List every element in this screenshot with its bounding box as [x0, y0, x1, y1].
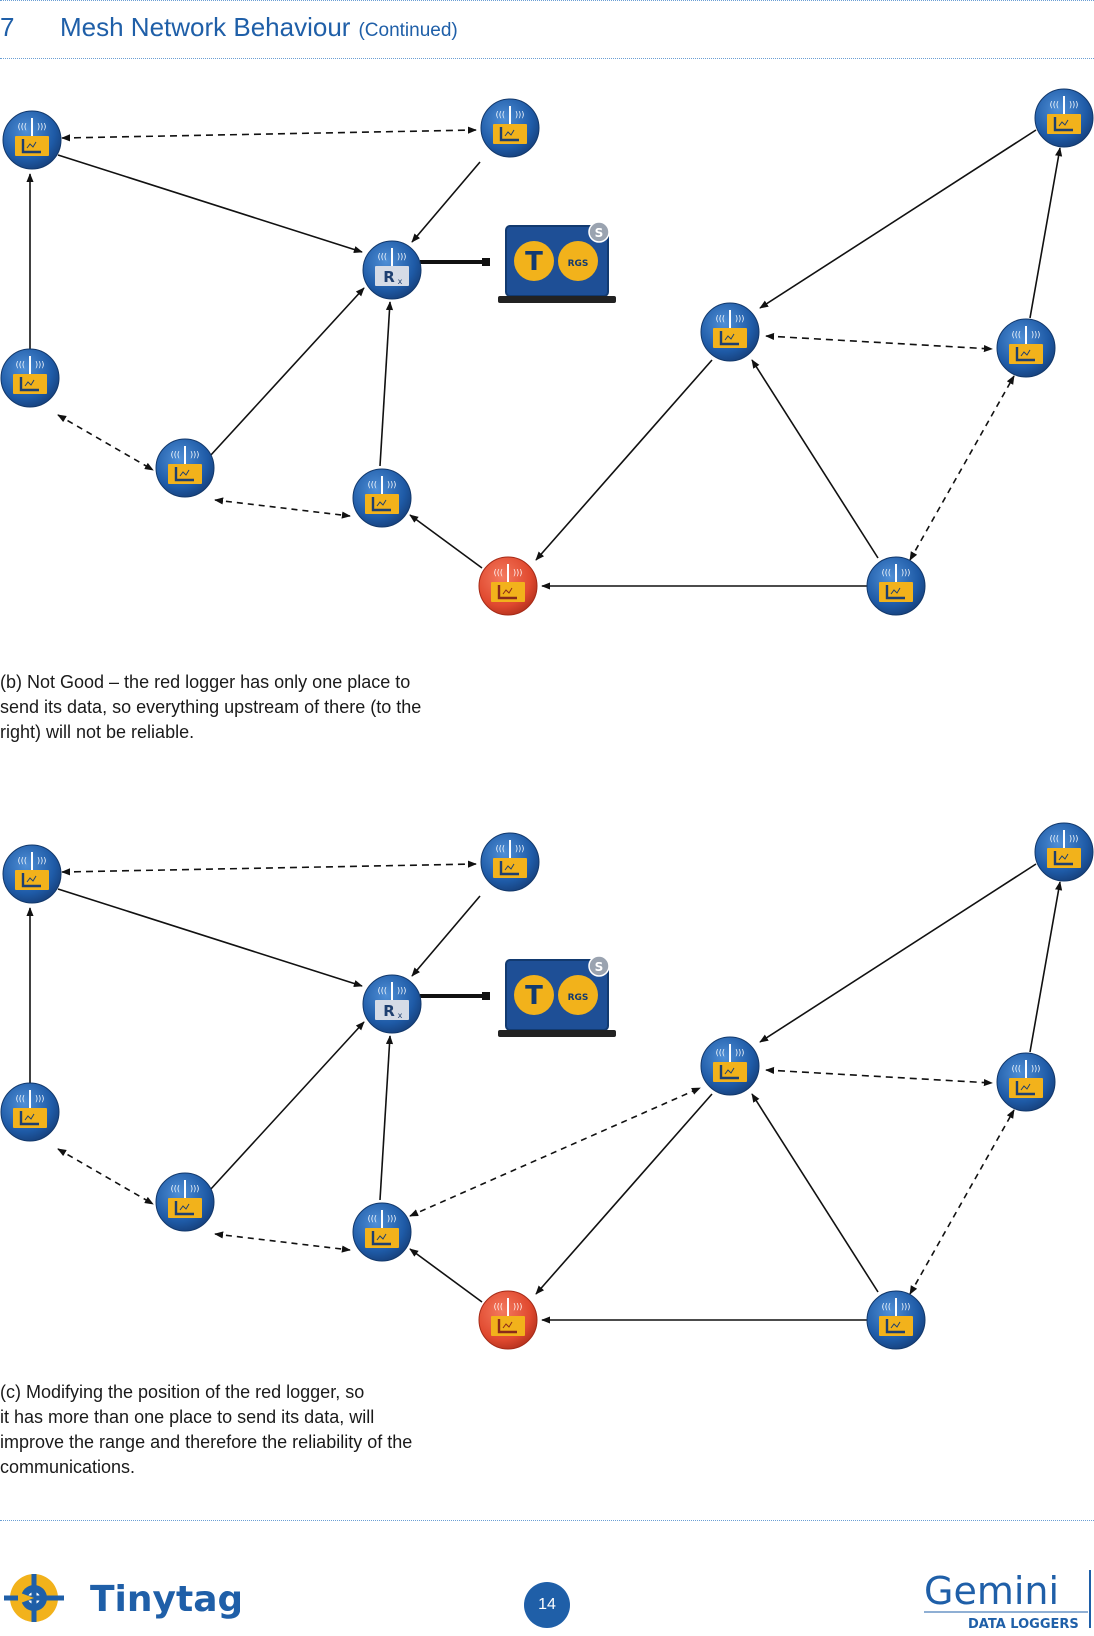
logger-node	[1034, 822, 1094, 882]
logger-node	[0, 348, 60, 408]
caption-line: send its data, so everything upstream of…	[0, 697, 422, 717]
mesh-diagram-b: T RGS S	[0, 70, 1094, 630]
logger-node	[700, 302, 760, 362]
section-header: 7 Mesh Network Behaviour (Continued)	[0, 12, 458, 52]
svg-text:T: T	[525, 981, 543, 1011]
top-rule	[0, 0, 1094, 1]
caption-b: (b) Not Good – the red logger has only o…	[0, 670, 470, 745]
section-continued: (Continued)	[358, 20, 458, 41]
caption-line: (b) Not Good – the red logger has only o…	[0, 672, 411, 692]
logger-node	[866, 1290, 926, 1350]
section-title: Mesh Network Behaviour	[60, 12, 351, 42]
logger-node	[2, 844, 62, 904]
gemini-logo: Gemini DATA LOGGERS	[924, 1569, 1091, 1632]
caption-line: (c) Modifying the position of the red lo…	[0, 1382, 365, 1402]
logger-node	[996, 1052, 1056, 1112]
receiver-node	[362, 240, 422, 300]
caption-c: (c) Modifying the position of the red lo…	[0, 1380, 470, 1480]
logger-node	[155, 1172, 215, 1232]
logger-node	[480, 98, 540, 158]
laptop-icon: T RGS S	[498, 221, 616, 303]
logger-node	[700, 1036, 760, 1096]
brand-right-subtext: DATA LOGGERS	[968, 1617, 1079, 1632]
brand-left-text: Tinytag	[90, 1579, 240, 1620]
brand-right-text: Gemini	[924, 1569, 1059, 1613]
section-number: 7	[0, 12, 15, 42]
header-rule	[0, 58, 1094, 59]
footer-rule	[0, 1520, 1094, 1521]
caption-line: right) will not be reliable.	[0, 722, 195, 742]
logger-node	[1034, 88, 1094, 148]
logger-node	[0, 1082, 60, 1142]
laptop-icon: T RGS S	[498, 955, 616, 1037]
logger-node	[352, 1202, 412, 1262]
caption-line: it has more than one place to send its d…	[0, 1407, 375, 1427]
logger-node	[155, 438, 215, 498]
logger-node	[480, 832, 540, 892]
svg-text:S: S	[595, 226, 604, 240]
caption-line: communications.	[0, 1457, 136, 1477]
svg-text:T: T	[525, 247, 543, 277]
svg-text:RGS: RGS	[568, 993, 589, 1003]
logger-node	[352, 468, 412, 528]
red-logger-node	[478, 1290, 538, 1350]
svg-text:RGS: RGS	[568, 259, 589, 269]
mesh-diagram-c: T RGS S	[0, 804, 1094, 1364]
tinytag-logo: Tinytag	[4, 1574, 240, 1622]
caption-line: improve the range and therefore the reli…	[0, 1432, 413, 1452]
svg-text:S: S	[595, 960, 604, 974]
logger-node	[2, 110, 62, 170]
logger-node	[996, 318, 1056, 378]
page-number: 14	[524, 1582, 570, 1628]
page-footer: Tinytag 14 Gemini DATA LOGGERS	[0, 1566, 1094, 1636]
logger-node	[866, 556, 926, 616]
red-logger-node	[478, 556, 538, 616]
receiver-node	[362, 974, 422, 1034]
